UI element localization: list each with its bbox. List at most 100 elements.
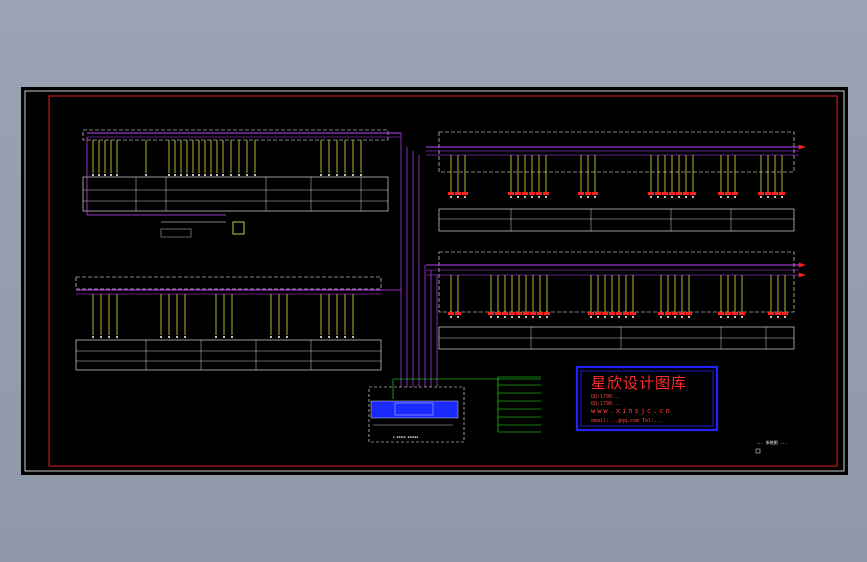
terminal-dot bbox=[767, 196, 769, 198]
breaker-mark bbox=[669, 192, 675, 195]
outgoing-arrows bbox=[798, 144, 806, 278]
terminal-dot bbox=[352, 336, 354, 338]
breaker-mark bbox=[578, 192, 584, 195]
terminal-dot bbox=[664, 196, 666, 198]
terminal-dot bbox=[587, 196, 589, 198]
terminal-dot bbox=[678, 196, 680, 198]
terminal-dot bbox=[328, 336, 330, 338]
breaker-mark bbox=[544, 312, 550, 315]
terminal-dot bbox=[464, 196, 466, 198]
terminal-dot bbox=[497, 316, 499, 318]
breaker-mark bbox=[732, 312, 738, 315]
breaker-mark bbox=[648, 192, 654, 195]
breaker-mark bbox=[523, 312, 529, 315]
stamp-qq1: QQ:1790... bbox=[591, 394, 621, 400]
terminal-dot bbox=[504, 316, 506, 318]
breaker-mark bbox=[495, 312, 501, 315]
terminal-dot bbox=[518, 316, 520, 318]
terminal-dot bbox=[100, 336, 102, 338]
terminal-dot bbox=[450, 196, 452, 198]
terminal-dot bbox=[511, 316, 513, 318]
terminal-dot bbox=[734, 196, 736, 198]
terminal-dot bbox=[590, 316, 592, 318]
terminal-dot bbox=[223, 336, 225, 338]
breaker-mark bbox=[623, 312, 629, 315]
terminal-dot bbox=[681, 316, 683, 318]
panel-upper-right bbox=[426, 131, 799, 232]
breaker-mark bbox=[665, 312, 671, 315]
control-cabinet: ▪ ▪▪▪▪▪ ▪▪▪▪▪▪ bbox=[368, 376, 541, 443]
terminal-dot bbox=[604, 316, 606, 318]
terminal-dot bbox=[770, 316, 772, 318]
outer-border bbox=[24, 90, 845, 472]
breaker-mark bbox=[455, 192, 461, 195]
panel-lower-left bbox=[75, 276, 382, 371]
watermark-stamp: 星欣设计图库 QQ:1790... QQ:1790... www.xinsjc.… bbox=[575, 365, 719, 432]
terminal-dot bbox=[104, 174, 106, 176]
inner-border bbox=[48, 95, 838, 467]
terminal-dot bbox=[344, 336, 346, 338]
terminal-dot bbox=[246, 174, 248, 176]
terminal-dot bbox=[650, 196, 652, 198]
terminal-dot bbox=[116, 174, 118, 176]
terminal-dot bbox=[145, 174, 147, 176]
breaker-mark bbox=[655, 192, 661, 195]
terminal-dot bbox=[231, 336, 233, 338]
breaker-mark bbox=[662, 192, 668, 195]
terminal-dot bbox=[116, 336, 118, 338]
terminal-dot bbox=[510, 196, 512, 198]
terminal-dot bbox=[597, 316, 599, 318]
terminal-dot bbox=[741, 316, 743, 318]
terminal-dot bbox=[180, 174, 182, 176]
breaker-mark bbox=[732, 192, 738, 195]
terminal-dot bbox=[336, 336, 338, 338]
title-block: ... 系统图 ... bbox=[755, 439, 787, 454]
terminal-dot bbox=[671, 196, 673, 198]
terminal-dot bbox=[538, 196, 540, 198]
terminal-dot bbox=[727, 316, 729, 318]
terminal-dot bbox=[784, 316, 786, 318]
breaker-mark bbox=[686, 312, 692, 315]
terminal-dot bbox=[525, 316, 527, 318]
terminal-dot bbox=[360, 174, 362, 176]
terminal-dot bbox=[222, 174, 224, 176]
riser-cables bbox=[381, 133, 438, 387]
terminal-dot bbox=[618, 316, 620, 318]
breaker-mark bbox=[772, 192, 778, 195]
terminal-dot bbox=[777, 316, 779, 318]
breaker-mark bbox=[585, 192, 591, 195]
breaker-mark bbox=[690, 192, 696, 195]
terminal-dot bbox=[210, 174, 212, 176]
terminal-dot bbox=[92, 336, 94, 338]
panel-lower-right bbox=[426, 251, 799, 350]
breaker-mark bbox=[679, 312, 685, 315]
terminal-dot bbox=[667, 316, 669, 318]
terminal-dot bbox=[320, 336, 322, 338]
terminal-dot bbox=[546, 316, 548, 318]
breaker-mark bbox=[782, 312, 788, 315]
terminal-dot bbox=[727, 196, 729, 198]
panel-upper-left bbox=[82, 129, 401, 238]
breaker-mark bbox=[508, 192, 514, 195]
breaker-mark bbox=[758, 192, 764, 195]
terminal-dot bbox=[92, 174, 94, 176]
breaker-mark bbox=[630, 312, 636, 315]
breaker-mark bbox=[529, 192, 535, 195]
terminal-dot bbox=[98, 174, 100, 176]
terminal-dot bbox=[336, 174, 338, 176]
terminal-dot bbox=[184, 336, 186, 338]
terminal-dot bbox=[176, 336, 178, 338]
breaker-mark bbox=[672, 312, 678, 315]
stamp-title: 星欣设计图库 bbox=[591, 374, 687, 392]
breaker-mark bbox=[536, 192, 542, 195]
terminal-dot bbox=[674, 316, 676, 318]
terminal-dot bbox=[611, 316, 613, 318]
ll-feeder-lines bbox=[92, 294, 354, 338]
breaker-mark bbox=[509, 312, 515, 315]
breaker-mark bbox=[595, 312, 601, 315]
breaker-mark bbox=[488, 312, 494, 315]
terminal-dot bbox=[286, 336, 288, 338]
terminal-dot bbox=[490, 316, 492, 318]
lr-feeder-lines bbox=[448, 275, 788, 318]
breaker-mark bbox=[739, 312, 745, 315]
